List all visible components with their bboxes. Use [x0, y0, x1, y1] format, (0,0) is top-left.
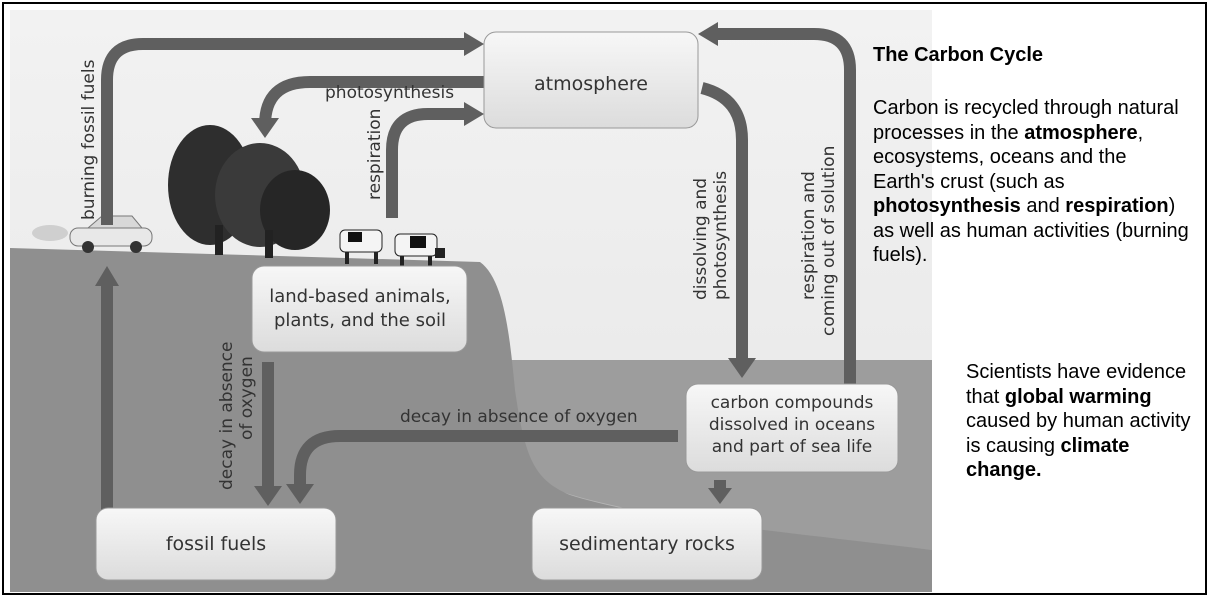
- photosynthesis-label: photosynthesis: [325, 83, 454, 103]
- ocean-box-label-3: and part of sea life: [712, 437, 872, 457]
- land-box: [252, 266, 467, 352]
- decay-vertical-label-1: decay in absence: [217, 342, 237, 490]
- atmosphere-label: atmosphere: [534, 73, 648, 95]
- resp-solution-label-2: coming out of solution: [819, 146, 839, 336]
- respiration-label: respiration: [365, 109, 385, 200]
- bold-term: global warming: [1005, 386, 1152, 408]
- bold-term: atmosphere: [1024, 122, 1137, 144]
- bold-term: photosynthesis: [873, 195, 1021, 217]
- text-run: and: [1021, 195, 1065, 217]
- sedimentary-label: sedimentary rocks: [559, 533, 735, 555]
- fossil-fuels-label: fossil fuels: [166, 533, 266, 555]
- carbon-cycle-diagram: atmosphere land-based animals, plants, a…: [10, 10, 932, 592]
- sidebar-paragraph-1: Carbon is recycled through natural proce…: [873, 96, 1193, 268]
- ocean-box-label-1: carbon compounds: [711, 393, 874, 413]
- decay-horizontal-label: decay in absence of oxygen: [400, 407, 638, 427]
- sidebar-title: The Carbon Cycle: [873, 44, 1043, 67]
- land-box-label-1: land-based animals,: [269, 286, 451, 307]
- bold-term: respiration: [1065, 195, 1168, 217]
- burning-fossil-fuels-label: burning fossil fuels: [79, 59, 99, 220]
- ocean-box-label-2: dissolved in oceans: [709, 415, 875, 435]
- dissolving-label-1: dissolving and: [691, 178, 711, 300]
- resp-solution-label-1: respiration and: [799, 171, 819, 300]
- decay-vertical-label-2: of oxygen: [237, 356, 257, 440]
- dissolving-label-2: photosynthesis: [711, 171, 731, 300]
- land-box-label-2: plants, and the soil: [274, 310, 446, 331]
- sidebar-paragraph-2: Scientists have evidence that global war…: [966, 360, 1201, 483]
